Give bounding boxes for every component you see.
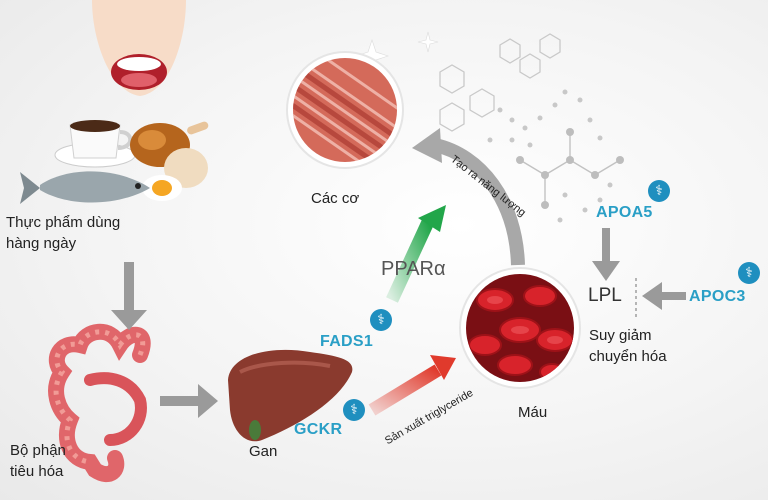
arrow-apoa5-to-lpl [592,228,620,281]
arrow-food-to-digestive [111,262,147,330]
gene-gckr: GCKR [294,421,343,438]
dna-icon: ⚕ [648,180,670,202]
label-food: Thực phẩm dùng hàng ngày [6,214,121,252]
dna-icon: ⚕ [343,399,365,421]
label-lpl-effect: Suy giảm chuyển hóa [589,327,667,365]
arrow-digestive-to-liver [160,384,218,418]
dna-icon: ⚕ [370,309,392,331]
arrow-blood-to-muscle [412,128,525,266]
label-muscle: Các cơ [311,190,360,207]
gene-ppara: PPARα [381,258,446,280]
gene-apoa5: APOA5 [596,204,653,221]
label-digestive: Bộ phận tiêu hóa [10,442,66,480]
label-liver: Gan [249,443,278,460]
gene-fads1: FADS1 [320,333,374,350]
arrow-liver-to-blood [368,355,456,416]
label-blood: Máu [518,404,548,421]
dna-icon: ⚕ [738,262,760,284]
gene-apoc3: APOC3 [689,288,746,305]
arrow-ppara-to-muscle [386,205,446,303]
gene-lpl: LPL [588,285,622,306]
arrow-apoc3-to-lpl [642,282,686,310]
